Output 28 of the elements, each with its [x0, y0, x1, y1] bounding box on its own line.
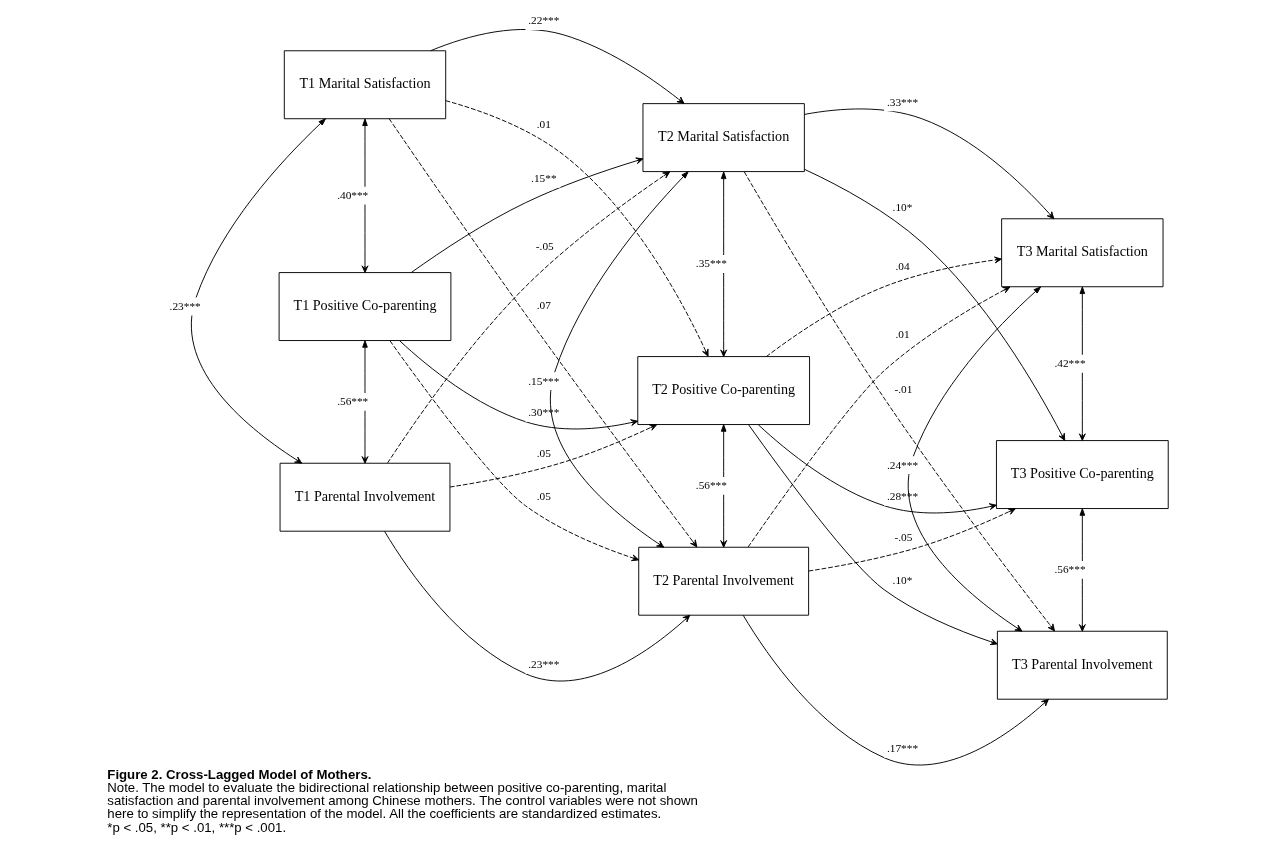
edge-label: .15***	[527, 374, 559, 387]
edge-label: -.05	[535, 240, 554, 253]
edge-label: .56***	[336, 395, 368, 408]
edge-label: .04	[894, 259, 910, 272]
edge-label: .23***	[527, 658, 559, 671]
edge-label: .28***	[886, 490, 918, 503]
edge-label: .56***	[1053, 563, 1086, 576]
edge-label: .22***	[527, 14, 559, 27]
edge-label: -.05	[894, 530, 912, 543]
edge-label: .10*	[892, 574, 912, 587]
diagram-title: Figure 2. Cross-Lagged Model of Mothers.	[106, 766, 371, 782]
edge-label: .07	[536, 298, 551, 311]
edge-label: .42***	[1053, 357, 1086, 370]
edge-label: .24***	[886, 458, 918, 471]
edge-label: .05	[536, 446, 551, 459]
edge-label: .30***	[527, 406, 559, 419]
edge-label: .05	[536, 490, 551, 503]
edge-label: .35***	[695, 257, 727, 270]
edge-label: .23***	[169, 299, 201, 312]
edge-label: .01	[536, 118, 551, 131]
edge-label: .33***	[886, 95, 918, 108]
edge-label: .40***	[336, 189, 368, 202]
edge-label: -.01	[894, 382, 912, 395]
edge-label: .01	[894, 327, 910, 340]
edge-label: .10*	[892, 201, 912, 214]
edge-label: .56***	[695, 479, 727, 492]
edge-label: .15**	[530, 172, 557, 185]
edge-label: .17***	[886, 742, 918, 755]
